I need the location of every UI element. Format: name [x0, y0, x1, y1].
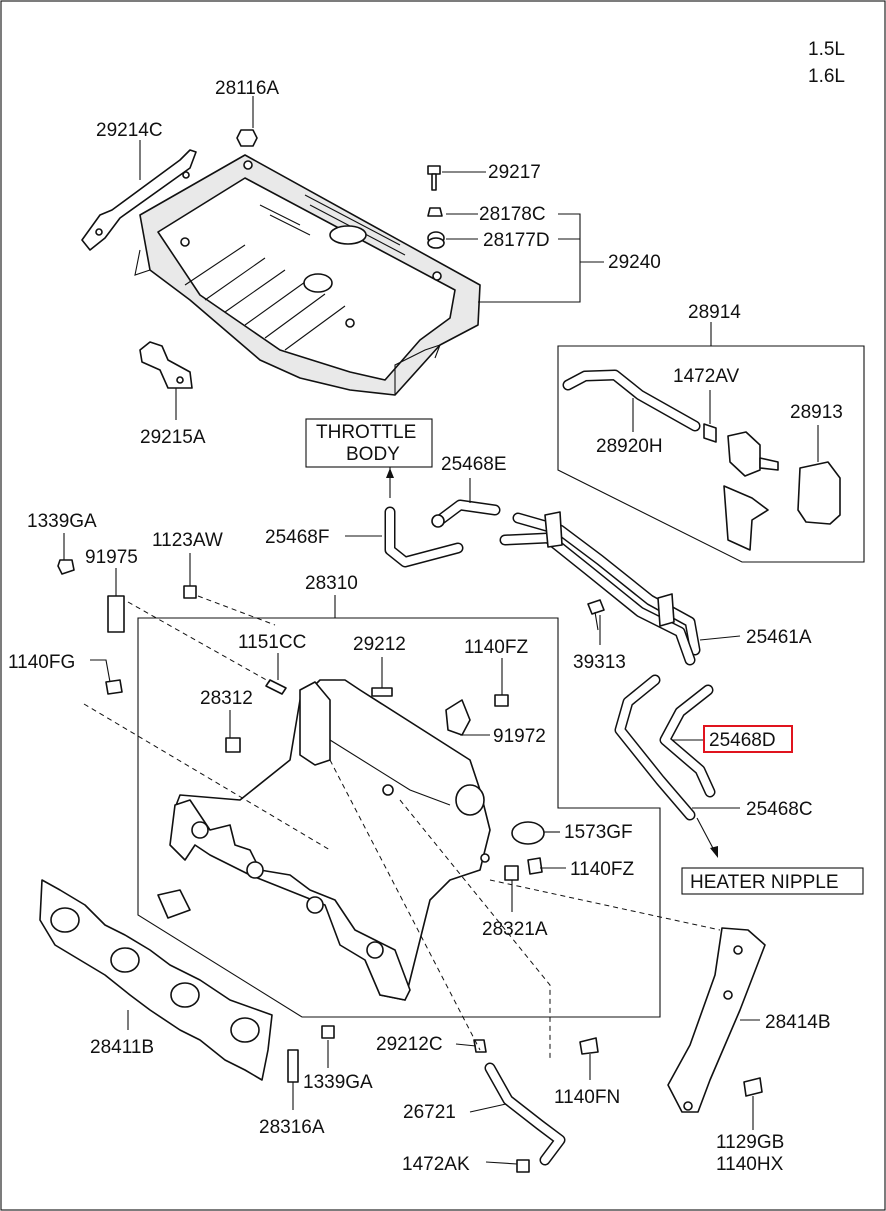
label-28321A[interactable]: 28321A [482, 919, 548, 940]
label-25468C[interactable]: 25468C [746, 799, 813, 820]
label-1129GB[interactable]: 1129GB [716, 1132, 784, 1153]
intake-manifold-box [137, 617, 661, 1018]
nut-28116A [236, 129, 258, 147]
vacuum-hose-assembly-box [557, 345, 865, 563]
label-1151CC[interactable]: 1151CC [238, 632, 306, 653]
hose-26721 [484, 1062, 566, 1166]
engine-cover [134, 154, 481, 396]
label-29240[interactable]: 29240 [608, 252, 661, 273]
grommet-28177D [427, 231, 445, 249]
stay-28414B [667, 927, 766, 1113]
label-1339GA-top[interactable]: 1339GA [27, 511, 97, 532]
label-25468E[interactable]: 25468E [441, 454, 507, 475]
bolt-29217 [427, 165, 441, 191]
label-25468D[interactable]: 25468D [709, 730, 776, 751]
label-28411B[interactable]: 28411B [90, 1037, 154, 1058]
fasteners [57, 559, 763, 1173]
bracket-29214C [81, 149, 197, 251]
label-29212C[interactable]: 29212C [376, 1034, 443, 1055]
label-28116A[interactable]: 28116A [215, 78, 279, 99]
label-1140FN[interactable]: 1140FN [554, 1087, 620, 1108]
label-1573GF[interactable]: 1573GF [564, 822, 633, 843]
label-1123AW[interactable]: 1123AW [152, 530, 223, 551]
bracket-29215A [139, 341, 193, 389]
label-29215A[interactable]: 29215A [140, 427, 206, 448]
label-39313[interactable]: 39313 [573, 652, 626, 673]
throttle-label-2: BODY [346, 444, 400, 465]
label-1140HX[interactable]: 1140HX [716, 1154, 784, 1175]
intake-manifold [157, 679, 491, 1001]
label-28914[interactable]: 28914 [688, 302, 741, 323]
gasket-28411B [39, 879, 273, 1081]
label-25468F[interactable]: 25468F [265, 527, 329, 548]
label-1472AV[interactable]: 1472AV [673, 366, 740, 387]
label-28310[interactable]: 28310 [305, 573, 358, 594]
pipe-25461A [499, 511, 701, 666]
bolt-39313 [587, 599, 605, 631]
label-29212[interactable]: 29212 [353, 634, 406, 655]
leader-lines [63, 96, 819, 1165]
highlight-box-25468D [703, 725, 793, 753]
label-28913[interactable]: 28913 [790, 402, 843, 423]
engine-label-1: 1.5L [808, 39, 845, 60]
throttle-body-callout [305, 418, 433, 498]
label-91972[interactable]: 91972 [493, 726, 546, 747]
hose-25468E [431, 499, 501, 528]
label-1140FZ-bottom[interactable]: 1140FZ [570, 859, 634, 880]
cap-28178C [427, 207, 443, 217]
heater-nipple-label: HEATER NIPPLE [690, 872, 839, 893]
label-91975[interactable]: 91975 [85, 547, 138, 568]
engine-label-2: 1.6L [808, 66, 845, 87]
label-28316A[interactable]: 28316A [259, 1117, 325, 1138]
throttle-label-1: THROTTLE [316, 422, 416, 443]
label-26721[interactable]: 26721 [403, 1102, 456, 1123]
heater-nipple-arrow [681, 817, 864, 895]
hose-25468F [384, 506, 464, 568]
label-1140FZ-top[interactable]: 1140FZ [464, 637, 528, 658]
label-25461A[interactable]: 25461A [746, 627, 812, 648]
label-29217[interactable]: 29217 [488, 162, 541, 183]
label-1472AK[interactable]: 1472AK [402, 1154, 470, 1175]
hose-25468D [659, 684, 716, 798]
label-28920H[interactable]: 28920H [596, 436, 663, 457]
label-29214C[interactable]: 29214C [96, 120, 163, 141]
dashed-leaders [83, 595, 721, 1060]
label-1140FG[interactable]: 1140FG [8, 652, 75, 673]
label-28312[interactable]: 28312 [200, 688, 253, 709]
label-28177D[interactable]: 28177D [483, 230, 550, 251]
hose-25468C [614, 674, 696, 821]
label-28178C[interactable]: 28178C [479, 204, 546, 225]
label-1339GA-bottom[interactable]: 1339GA [303, 1072, 373, 1093]
label-28414B[interactable]: 28414B [765, 1012, 831, 1033]
